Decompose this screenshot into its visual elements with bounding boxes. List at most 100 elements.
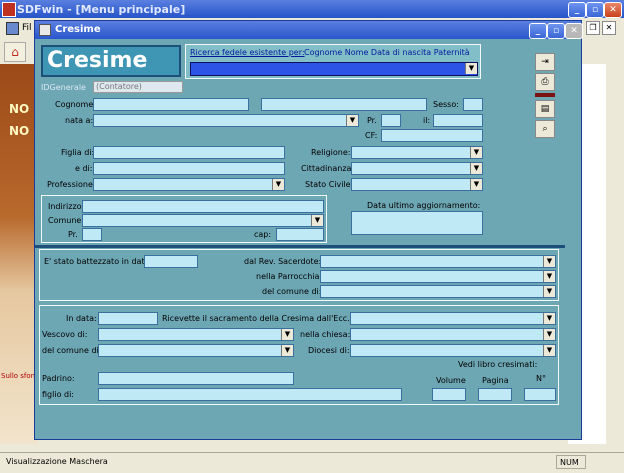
pr-field[interactable]	[381, 114, 401, 127]
chevron-down-icon[interactable]: ▼	[281, 329, 293, 340]
pagina-field[interactable]	[478, 388, 512, 401]
form-close-button[interactable]: ✕	[565, 23, 583, 39]
app-close-button[interactable]: ✕	[604, 2, 622, 18]
search-button[interactable]: ⌕	[535, 120, 555, 138]
diocesi-label: Diocesi di:	[308, 346, 350, 355]
menu-file[interactable]: Fil	[22, 23, 32, 33]
app-toolbar: ⌂	[0, 38, 40, 64]
form-minimize-button[interactable]: _	[529, 23, 547, 39]
status-text: Visualizzazione Maschera	[6, 457, 108, 466]
figlia-di-label: Figlia di:	[61, 148, 95, 157]
address-pr-field[interactable]	[82, 228, 102, 241]
cittadinanza-combobox[interactable]: ▼	[351, 162, 483, 175]
app-maximize-button[interactable]: ▫	[586, 2, 604, 18]
madre-field[interactable]	[93, 162, 285, 175]
vescovo-nome-combobox[interactable]: ▼	[350, 312, 556, 325]
professione-combobox[interactable]: ▼	[93, 178, 285, 191]
numero-field[interactable]	[524, 388, 556, 401]
codice-fiscale-field[interactable]	[381, 129, 483, 142]
form-titlebar: Cresime _ ▫ ✕	[35, 21, 583, 39]
pagina-label: Pagina	[482, 376, 509, 385]
chiesa-combobox[interactable]: ▼	[350, 328, 556, 341]
id-field: (Contatore)	[93, 81, 183, 93]
volume-field[interactable]	[432, 388, 466, 401]
chevron-down-icon[interactable]: ▼	[543, 345, 555, 356]
search-panel: Ricerca fedele esistente per: Cognome No…	[185, 44, 481, 79]
app-minimize-button[interactable]: _	[568, 2, 586, 18]
cresima-comune-combobox[interactable]: ▼	[98, 344, 294, 357]
chevron-down-icon[interactable]: ▼	[346, 115, 358, 126]
stato-civile-combobox[interactable]: ▼	[351, 178, 483, 191]
address-panel: Indirizzo: Comune: ▼ Pr. cap:	[41, 195, 327, 243]
padrino-label: Padrino:	[42, 374, 75, 383]
exit-button[interactable]: ⇥	[535, 53, 555, 71]
padre-field[interactable]	[93, 146, 285, 159]
print-button[interactable]: ⎙	[535, 73, 555, 91]
figlio-di-field[interactable]	[98, 388, 402, 401]
document-icon	[6, 22, 19, 35]
il-label: il:	[423, 116, 431, 125]
battesimo-comune-combobox[interactable]: ▼	[320, 285, 556, 298]
data-cresima-field[interactable]	[98, 312, 158, 325]
search-combobox[interactable]: ▼	[190, 62, 478, 76]
chevron-down-icon[interactable]: ▼	[470, 179, 482, 190]
ultimo-agg-label: Data ultimo aggiornamento:	[367, 201, 481, 210]
cap-label: cap:	[254, 230, 272, 239]
religione-combobox[interactable]: ▼	[351, 146, 483, 159]
pr-label: Pr.	[367, 116, 377, 125]
chevron-down-icon[interactable]: ▼	[281, 345, 293, 356]
chevron-down-icon[interactable]: ▼	[465, 63, 477, 74]
cognome-field[interactable]	[93, 98, 249, 111]
indirizzo-field[interactable]	[82, 200, 324, 213]
form-title: Cresime	[55, 24, 101, 35]
chiesa-label: nella chiesa:	[300, 330, 351, 339]
nata-a-combobox[interactable]: ▼	[93, 114, 359, 127]
app-title: SDFwin - [Menu principale]	[17, 3, 186, 16]
ultimo-agg-field[interactable]	[351, 211, 483, 235]
padrino-field[interactable]	[98, 372, 294, 385]
chevron-down-icon[interactable]: ▼	[543, 256, 555, 267]
nome-field[interactable]	[261, 98, 427, 111]
sesso-field[interactable]	[463, 98, 483, 111]
chevron-down-icon[interactable]: ▼	[272, 179, 284, 190]
battesimo-comune-label: del comune di:	[262, 287, 322, 296]
professione-label: Professione:	[47, 180, 96, 189]
app-icon	[2, 2, 16, 17]
child-restore-icon[interactable]: ❐	[586, 21, 600, 35]
nata-a-label: nata a:	[65, 116, 94, 125]
app-vertical-scrollbar[interactable]	[606, 40, 624, 444]
chevron-down-icon[interactable]: ▼	[543, 271, 555, 282]
chevron-down-icon[interactable]: ▼	[311, 215, 323, 226]
e-di-label: e di:	[75, 164, 93, 173]
data-battesimo-field[interactable]	[144, 255, 198, 268]
cresima-comune-label: del comune di:	[42, 346, 102, 355]
cap-field[interactable]	[276, 228, 324, 241]
form-maximize-button[interactable]: ▫	[547, 23, 565, 39]
search-label: Ricerca fedele esistente per:	[190, 48, 305, 57]
section-divider	[35, 245, 565, 248]
indirizzo-label: Indirizzo:	[48, 202, 85, 211]
chevron-down-icon[interactable]: ▼	[543, 329, 555, 340]
confirmation-panel: In data: Ricevette il sacramento della C…	[39, 305, 559, 405]
chevron-down-icon[interactable]: ▼	[543, 286, 555, 297]
parrocchia-combobox[interactable]: ▼	[320, 270, 556, 283]
search-hint: Cognome Nome Data di nascita Paternità	[304, 48, 470, 57]
id-label: IDGenerale	[41, 83, 86, 92]
sacerdote-label: dal Rev. Sacerdote:	[244, 257, 322, 266]
chevron-down-icon[interactable]: ▼	[470, 163, 482, 174]
diocesi-combobox[interactable]: ▼	[350, 344, 556, 357]
chevron-down-icon[interactable]: ▼	[543, 313, 555, 324]
baptism-panel: E' stato battezzato in data: dal Rev. Sa…	[39, 249, 559, 301]
child-close-icon[interactable]: ✕	[602, 21, 616, 35]
vescovo-combobox[interactable]: ▼	[98, 328, 294, 341]
chevron-down-icon[interactable]: ▼	[470, 147, 482, 158]
home-icon[interactable]: ⌂	[4, 42, 26, 62]
comune-combobox[interactable]: ▼	[82, 214, 324, 227]
figlio-di-label: figlio di:	[42, 390, 74, 399]
ricevette-label: Ricevette il sacramento della Cresima da…	[162, 314, 368, 323]
status-bar: Visualizzazione Maschera NUM	[0, 452, 624, 473]
data-nascita-field[interactable]	[433, 114, 483, 127]
sacerdote-combobox[interactable]: ▼	[320, 255, 556, 268]
parrocchia-label: nella Parrocchia:	[256, 272, 323, 281]
document-button[interactable]: ▤	[535, 100, 555, 118]
